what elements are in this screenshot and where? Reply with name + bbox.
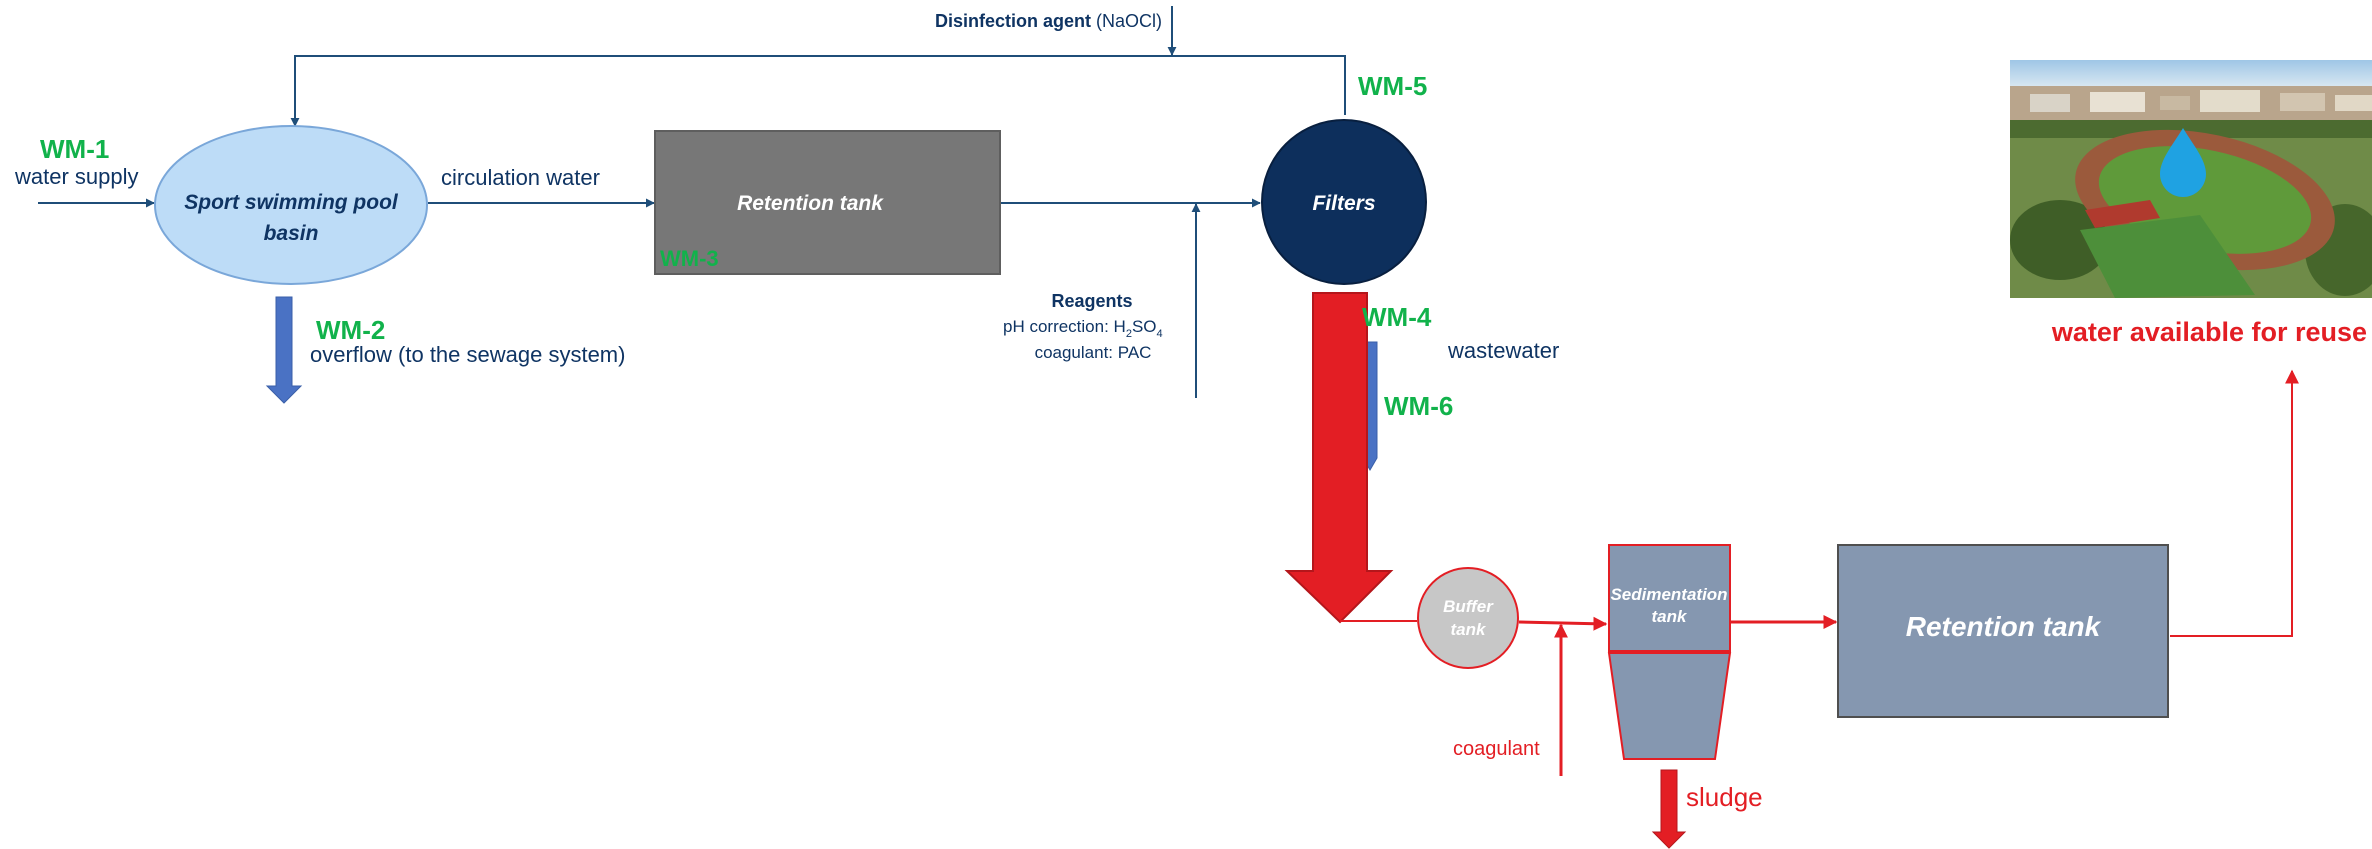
ph-correction-text: pH correction: H [1003,317,1126,336]
wastewater-arrow [1284,292,1394,624]
reagents-title: Reagents [1051,291,1132,311]
pool-basin-label-line1: Sport swimming pool [184,191,399,214]
disinfection-agent-chem: (NaOCl) [1096,11,1162,31]
coagulant-pac-label: coagulant: PAC [1035,343,1152,362]
water-drop-icon [2160,128,2206,197]
wm5-label: WM-5 [1358,71,1427,101]
wastewater-label: wastewater [1447,338,1559,363]
wm2-label: WM-2 [316,315,385,345]
sedimentation-cone-shape [1607,652,1732,760]
ph-correction-label: pH correction: H2SO4 [1003,317,1163,340]
wm1-label: WM-1 [40,134,109,164]
retention-tank-1-shape [654,130,1001,275]
aerial-stadium-photo [2010,60,2372,298]
wm4-label: WM-4 [1362,302,1432,332]
overflow-arrow [265,296,303,404]
wm3-label: WM-3 [660,246,719,271]
pool-basin-shape [154,125,428,285]
water-supply-label: water supply [14,164,139,189]
h2so4-sub-4: 4 [1157,328,1163,340]
sedimentation-tank-label-line1: Sedimentation [1610,585,1727,604]
filters-shape [1261,119,1427,285]
sedimentation-tank-shape [1608,544,1731,652]
sludge-arrow [1651,769,1687,849]
sedimentation-tank-label-line2: tank [1652,607,1689,626]
coagulant-label: coagulant [1453,738,1540,760]
pool-circuit-lines [38,6,1346,398]
buffer-to-sedimentation-arrow [1518,616,1608,631]
retention-tank-2-shape [1837,544,2169,718]
treatment-lines [1340,369,2299,776]
sludge-label: sludge [1686,782,1763,812]
disinfection-agent-name: Disinfection agent [935,11,1091,31]
reuse-label: water available for reuse [2051,317,2367,347]
recirculation-return-line [290,55,1346,127]
wm6-label: WM-6 [1384,391,1453,421]
buffer-tank-label-line2: tank [1451,620,1488,639]
buffer-tank-shape [1417,567,1519,669]
filters-label: Filters [1312,192,1375,215]
retention-tank-1-label: Retention tank [737,192,884,215]
disinfection-agent-label: Disinfection agent (NaOCl) [935,11,1162,31]
circulation-water-label: circulation water [441,165,600,190]
h2so4-sub-2: 2 [1126,328,1132,340]
reuse-arrow [2170,369,2299,637]
h2so4-so: SO [1132,317,1157,336]
overflow-label: overflow (to the sewage system) [310,342,625,367]
pool-basin-label-line2: basin [264,222,319,245]
buffer-tank-label-line1: Buffer [1443,597,1494,616]
retention-tank-2-label: Retention tank [1906,611,2102,642]
